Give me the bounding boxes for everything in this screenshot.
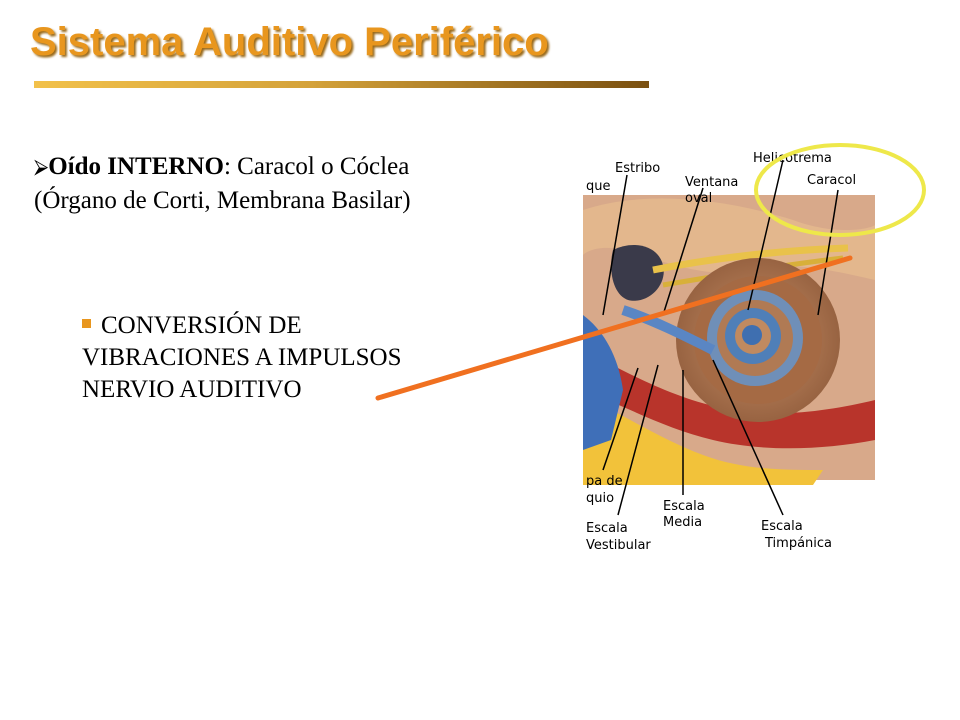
bullet-colon: : <box>223 153 231 180</box>
label-left-top: que <box>586 179 611 194</box>
label-helicotrema: Helicotrema <box>753 151 832 166</box>
slide-title: Sistema Auditivo Periférico <box>30 20 549 64</box>
bullet-label-rest: Caracol o Cóclea <box>230 153 410 180</box>
red-tissue-band <box>583 350 875 449</box>
arrow-bullet-icon: ⮚ <box>34 156 49 178</box>
label-escala-vestibular-2: Vestibular <box>586 538 651 553</box>
label-left-bottom-2: quio <box>586 491 614 506</box>
sub-bullet-line-2: VIBRACIONES A IMPULSOS <box>82 344 402 371</box>
label-escala-vestibular-1: Escala <box>586 521 628 536</box>
label-left-bottom-1: pa de <box>586 474 623 489</box>
label-escala-media-2: Media <box>663 515 702 530</box>
main-bullet: ⮚Oído INTERNO: Caracol o Cóclea (Órgano … <box>34 150 411 218</box>
label-ventana-1: Ventana <box>685 175 738 190</box>
sub-bullet-line-1: CONVERSIÓN DE <box>101 312 302 339</box>
sub-bullet-line-3: NERVIO AUDITIVO <box>82 376 302 403</box>
bullet-line-2: (Órgano de Corti, Membrana Basilar) <box>34 187 411 214</box>
label-escala-timpanica-1: Escala <box>761 519 803 534</box>
label-estribo: Estribo <box>615 161 660 176</box>
cochlea-illustration: Estribo que Helicotrema Caracol Ventana … <box>583 151 875 553</box>
label-caracol: Caracol <box>807 173 856 188</box>
square-bullet-icon <box>82 318 91 328</box>
sub-bullet: CONVERSIÓN DE VIBRACIONES A IMPULSOS NER… <box>82 310 512 406</box>
yellow-tissue <box>583 395 823 485</box>
label-ventana-2: oval <box>685 191 712 206</box>
label-escala-timpanica-2: Timpánica <box>764 536 832 551</box>
bullet-label-bold: Oído INTERNO <box>48 153 224 180</box>
title-underline <box>34 81 649 88</box>
label-escala-media-1: Escala <box>663 499 705 514</box>
cochlea-apex <box>742 325 762 345</box>
